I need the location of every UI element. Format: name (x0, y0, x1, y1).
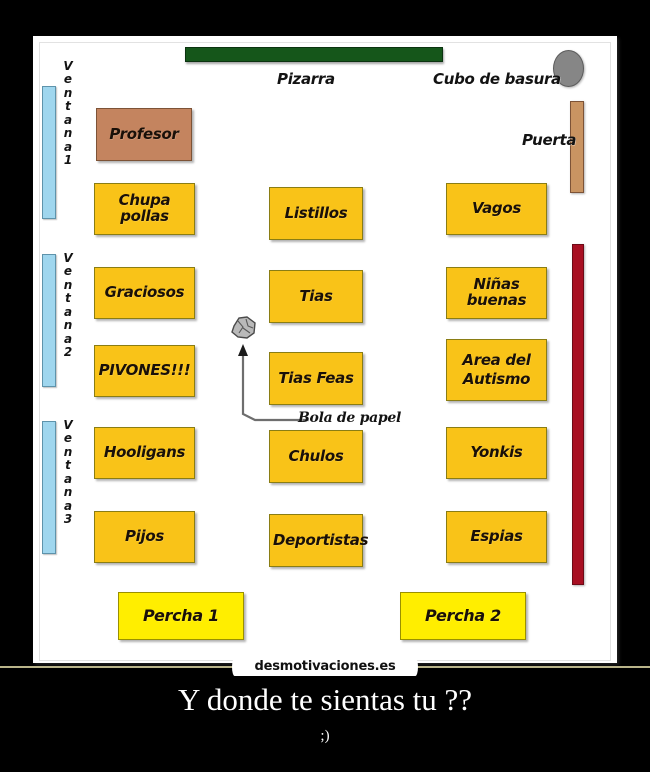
desk-pijos-label: Pijos (124, 527, 164, 546)
desk-hooligans[interactable]: Hooligans (94, 427, 195, 479)
desk-pivones-label: PIVONES!!! (98, 361, 191, 380)
window-2-letter-6: a (63, 331, 73, 346)
desk-chupa-pollas-label: Chupa pollas (118, 191, 171, 225)
window-3-letter-7: 3 (63, 512, 73, 527)
blackboard (185, 47, 443, 62)
window-3-letter-2: n (63, 444, 73, 459)
desk-tias-label: Tias (299, 286, 333, 305)
desk-espias[interactable]: Espias (446, 511, 547, 563)
window-1-letter-4: a (63, 112, 73, 127)
window-2 (42, 254, 56, 387)
red-wall (572, 244, 584, 585)
desk-area-del-autismo-line1: Area del (462, 351, 531, 370)
window-3-letter-0: V (63, 418, 73, 432)
desk-chupa-pollas[interactable]: Chupa pollas (94, 183, 195, 235)
window-2-letter-2: n (63, 277, 73, 292)
window-1-letter-7: 1 (63, 153, 73, 168)
window-2-letter-4: a (63, 304, 73, 319)
desk-area-del-autismo[interactable]: Area del Autismo (446, 339, 547, 401)
desk-vagos[interactable]: Vagos (446, 183, 547, 235)
desk-yonkis-label: Yonkis (470, 443, 523, 462)
paper-ball-label: Bola de papel (298, 410, 401, 426)
desk-profesor[interactable]: Profesor (96, 108, 192, 161)
window-2-letter-1: e (63, 264, 73, 279)
desk-listillos[interactable]: Listillos (269, 187, 363, 240)
desk-ninas-buenas[interactable]: Niñas buenas (446, 267, 547, 319)
poster-caption-sub: ;) (320, 728, 330, 744)
window-1-letter-0: V (63, 59, 73, 73)
desk-pijos[interactable]: Pijos (94, 511, 195, 563)
window-2-letter-0: V (63, 251, 73, 265)
blackboard-label: Pizarra (277, 70, 335, 88)
watermark-bar: desmotivaciones.es (0, 657, 650, 677)
classroom-map: Pizarra Cubo de basura Puerta V e n t a … (33, 36, 617, 663)
desk-deportistas-label: Deportistas (273, 530, 369, 549)
window-2-letter-7: 2 (63, 345, 73, 360)
desk-yonkis[interactable]: Yonkis (446, 427, 547, 479)
desk-listillos-label: Listillos (284, 203, 348, 222)
percha-2[interactable]: Percha 2 (400, 592, 526, 640)
desk-espias-label: Espias (470, 527, 523, 546)
poster-caption-main: Y donde te sientas tu ?? (177, 682, 473, 717)
trash-can-label: Cubo de basura (433, 70, 561, 88)
window-2-label: V e n t a n a 2 (61, 251, 75, 360)
desk-hooligans-label: Hooligans (103, 443, 186, 462)
percha-1-label: Percha 1 (142, 605, 219, 625)
desk-profesor-label: Profesor (109, 124, 179, 143)
desk-area-del-autismo-line2: Autismo (462, 370, 531, 388)
desk-graciosos-label: Graciosos (104, 283, 185, 302)
window-3-letter-4: a (63, 471, 73, 486)
desk-graciosos[interactable]: Graciosos (94, 267, 195, 319)
desk-pivones[interactable]: PIVONES!!! (94, 345, 195, 397)
window-1-letter-1: e (63, 72, 73, 87)
window-3 (42, 421, 56, 554)
paper-ball-icon (231, 316, 256, 339)
window-3-letter-5: n (63, 485, 73, 500)
window-1 (42, 86, 56, 219)
desk-tias-feas-label: Tias Feas (278, 368, 354, 387)
percha-2-label: Percha 2 (424, 605, 501, 625)
desk-vagos-label: Vagos (471, 199, 522, 218)
window-2-letter-5: n (63, 318, 73, 333)
window-1-letter-5: n (63, 126, 73, 141)
window-3-letter-1: e (63, 431, 73, 446)
watermark-label: desmotivaciones.es (232, 658, 418, 676)
window-2-letter-3: t (65, 291, 71, 306)
window-1-letter-6: a (63, 139, 73, 154)
percha-1[interactable]: Percha 1 (118, 592, 244, 640)
desk-chulos-label: Chulos (288, 446, 344, 465)
door (570, 101, 584, 193)
window-1-letter-3: t (65, 99, 71, 114)
window-1-label: V e n t a n a 1 (61, 59, 75, 168)
door-label: Puerta (522, 131, 577, 149)
desk-area-del-autismo-label: Area del Autismo (450, 351, 543, 389)
desk-deportistas[interactable]: Deportistas (269, 514, 369, 567)
window-3-label: V e n t a n a 3 (61, 418, 75, 527)
desk-chulos[interactable]: Chulos (269, 430, 363, 483)
window-1-letter-2: n (63, 85, 73, 100)
desk-tias[interactable]: Tias (269, 270, 363, 323)
desk-tias-feas[interactable]: Tias Feas (269, 352, 363, 405)
desk-ninas-buenas-label: Niñas buenas (466, 275, 527, 309)
window-3-letter-6: a (63, 498, 73, 513)
trash-can (553, 50, 584, 87)
window-3-letter-3: t (65, 458, 71, 473)
